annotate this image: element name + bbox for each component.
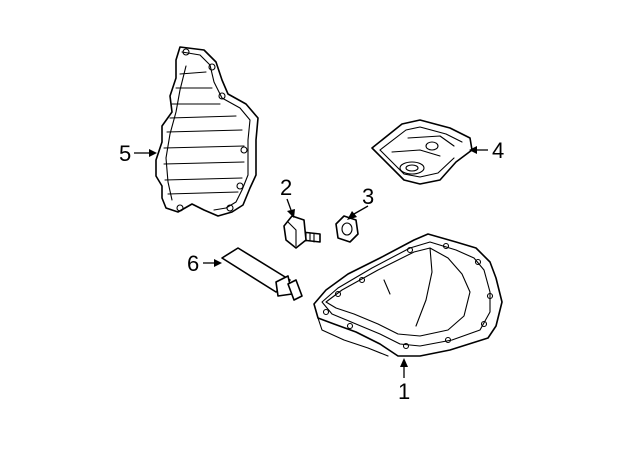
callout-labels: 5 4 2 3 6 1 xyxy=(119,138,504,404)
arrowhead-3 xyxy=(347,211,357,220)
sealant-tube-part[interactable] xyxy=(221,247,303,301)
callout-4: 4 xyxy=(492,138,504,163)
callout-1: 1 xyxy=(398,379,410,404)
callout-2: 2 xyxy=(280,175,292,200)
arrowhead-1 xyxy=(400,358,408,367)
arrowhead-2 xyxy=(287,209,295,218)
arrowhead-6 xyxy=(214,259,222,267)
oil-pan-part[interactable] xyxy=(313,233,503,357)
leader-lines xyxy=(134,146,488,378)
filter-part[interactable] xyxy=(371,119,473,185)
nut-part[interactable] xyxy=(335,215,359,243)
side-cover-part[interactable] xyxy=(155,46,259,217)
arrowhead-5 xyxy=(149,149,157,157)
leader-3 xyxy=(353,205,369,215)
leader-2 xyxy=(286,198,292,211)
arrowhead-4 xyxy=(469,146,477,154)
callout-5: 5 xyxy=(119,141,131,166)
callout-3: 3 xyxy=(362,184,374,209)
bolt-part[interactable] xyxy=(283,215,321,249)
callout-6: 6 xyxy=(187,251,199,276)
